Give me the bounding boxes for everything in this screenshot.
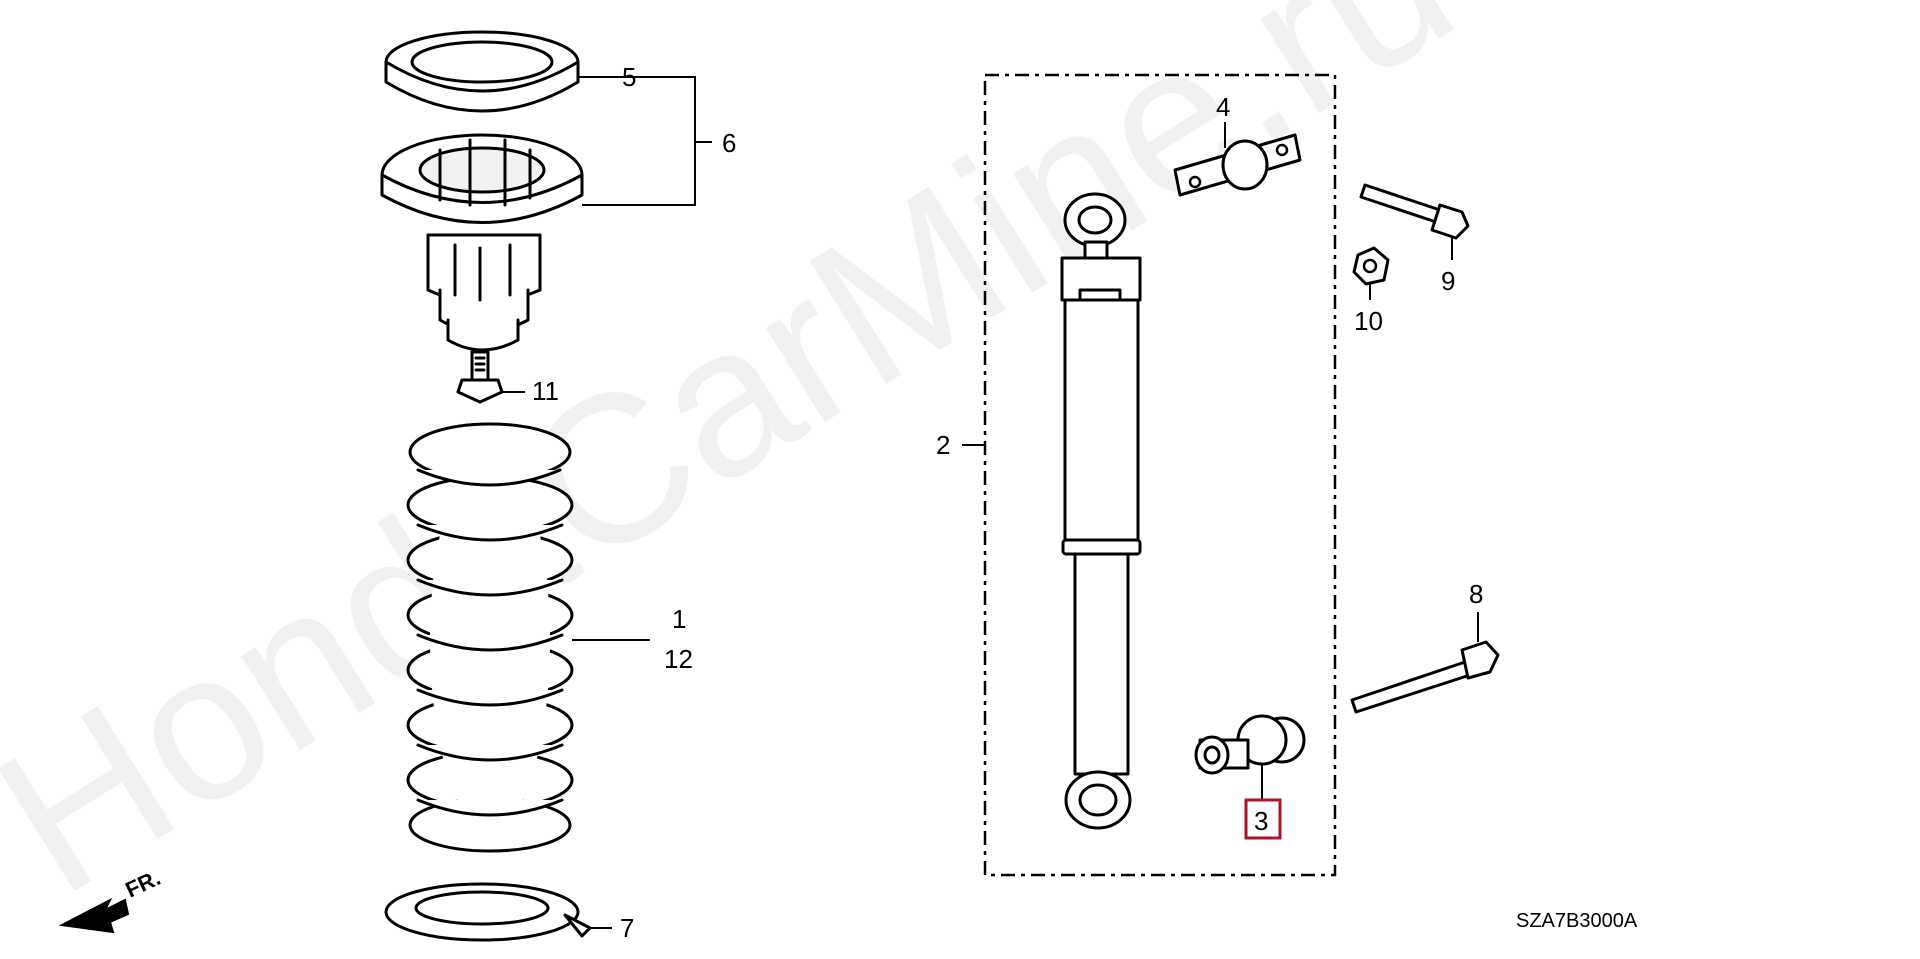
diagram-code: SZA7B3000A <box>1516 910 1638 932</box>
part-10-nut[interactable] <box>1352 246 1390 286</box>
callout-5[interactable]: 5 <box>622 62 636 92</box>
part-4-upper-mount-bushing[interactable] <box>1173 133 1302 197</box>
part-1-coil-spring[interactable] <box>406 422 574 853</box>
callout-4[interactable]: 4 <box>1216 92 1230 122</box>
callout-3[interactable]: 3 <box>1254 806 1268 836</box>
callout-9[interactable]: 9 <box>1441 266 1455 296</box>
leader-5-6 <box>578 76 696 206</box>
callout-11[interactable]: 11 <box>532 376 559 406</box>
callout-6[interactable]: 6 <box>722 128 736 158</box>
part-5-upper-spring-seat[interactable] <box>384 30 580 113</box>
callout-12[interactable]: 12 <box>664 644 693 674</box>
callout-1[interactable]: 1 <box>672 604 686 634</box>
callout-10[interactable]: 10 <box>1354 306 1383 336</box>
part-6-spring-mount[interactable] <box>380 133 584 352</box>
callout-8[interactable]: 8 <box>1469 579 1483 609</box>
part-8-bolt[interactable] <box>1350 640 1500 714</box>
part-11-bolt[interactable] <box>456 350 504 404</box>
callout-7[interactable]: 7 <box>620 913 634 943</box>
part-3-lower-bushing[interactable] <box>1194 714 1306 775</box>
part-7-lower-spring-seat[interactable] <box>384 882 592 942</box>
shock-group-frame <box>983 73 1337 877</box>
watermark-text: HondaCarMine.ru <box>0 0 1489 938</box>
callout-2[interactable]: 2 <box>936 430 950 460</box>
part-2-shock-absorber[interactable] <box>1060 192 1142 830</box>
callout-3-highlight <box>1244 798 1282 840</box>
part-9-bolt[interactable] <box>1359 183 1470 240</box>
